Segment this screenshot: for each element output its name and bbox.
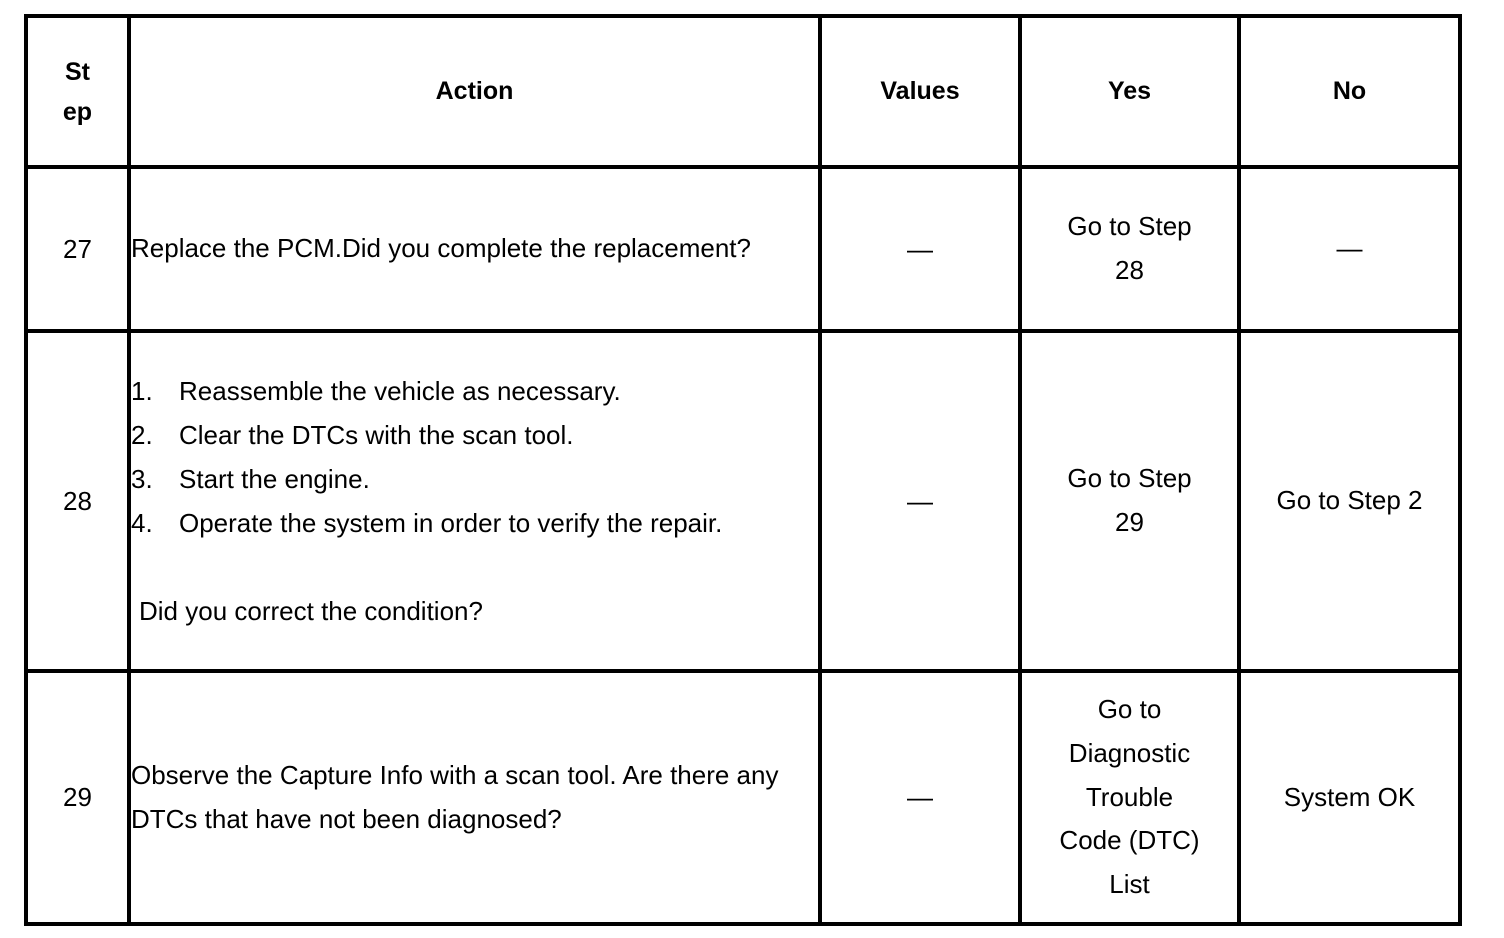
- table-body: 27 Replace the PCM.Did you complete the …: [24, 165, 1462, 926]
- no-cell: Go to Step 2: [1237, 329, 1462, 673]
- action-text: Replace the PCM.Did you complete the rep…: [131, 233, 751, 264]
- action-step-list: 1. Reassemble the vehicle as necessary. 2…: [131, 369, 818, 546]
- list-item-text: Reassemble the vehicle as necessary.: [179, 375, 621, 406]
- yes-text-line1: Go to: [1097, 694, 1162, 725]
- yes-text-line1: Go to Step: [1067, 211, 1192, 242]
- diagnostic-procedure-table: St ep Action Values Yes No 27 Replace th…: [24, 14, 1462, 926]
- yes-cell: Go to Step 28: [1018, 165, 1241, 333]
- list-item-text: Clear the DTCs with the scan tool.: [179, 419, 574, 450]
- list-item: 1. Reassemble the vehicle as necessary.: [131, 369, 818, 413]
- yes-text-line5: List: [1109, 869, 1150, 899]
- list-item-text: Operate the system in order to verify th…: [179, 508, 723, 539]
- action-cell: Replace the PCM.Did you complete the rep…: [127, 165, 822, 333]
- column-header-yes: Yes: [1018, 14, 1241, 169]
- no-text-line1: Go to Step 2: [1276, 485, 1423, 516]
- table-row: 28 1. Reassemble the vehicle as necessary…: [24, 329, 1462, 673]
- yes-cell: Go to Step 29: [1018, 329, 1241, 673]
- no-text-line1: System OK: [1283, 781, 1416, 812]
- values-cell: —: [818, 669, 1022, 926]
- no-text-line1: —: [1336, 233, 1363, 264]
- column-header-step-line2: ep: [62, 97, 93, 126]
- action-cell: Observe the Capture Info with a scan too…: [127, 669, 822, 926]
- column-header-no: No: [1237, 14, 1462, 169]
- yes-text-line2: 28: [1115, 255, 1144, 285]
- header-row: St ep Action Values Yes No: [24, 14, 1462, 169]
- list-item-number: 4.: [131, 508, 153, 539]
- column-header-step-line1: St: [65, 57, 90, 86]
- list-item-text: Start the engine.: [179, 463, 370, 494]
- step-number-cell: 29: [24, 669, 131, 926]
- list-item-number: 1.: [131, 375, 153, 406]
- yes-text-line3: Trouble: [1085, 781, 1174, 812]
- no-cell: System OK: [1237, 669, 1462, 926]
- yes-text-line4: Code (DTC): [1059, 825, 1200, 856]
- list-item: 4. Operate the system in order to verify …: [131, 501, 818, 545]
- action-question: Did you correct the condition?: [139, 596, 483, 627]
- paragraph-spacer: [131, 545, 818, 589]
- action-cell: 1. Reassemble the vehicle as necessary. 2…: [127, 329, 822, 673]
- values-cell: —: [818, 165, 1022, 333]
- table-row: 29 Observe the Capture Info with a scan …: [24, 669, 1462, 926]
- yes-text-line2: Diagnostic: [1068, 737, 1191, 768]
- list-item-number: 2.: [131, 419, 153, 450]
- list-item: 3. Start the engine.: [131, 457, 818, 501]
- table-header: St ep Action Values Yes No: [24, 14, 1462, 169]
- yes-text-line1: Go to Step: [1067, 463, 1192, 494]
- column-header-step: St ep: [24, 14, 131, 169]
- table-row: 27 Replace the PCM.Did you complete the …: [24, 165, 1462, 333]
- no-cell: —: [1237, 165, 1462, 333]
- column-header-values: Values: [818, 14, 1022, 169]
- action-text: Observe the Capture Info with a scan too…: [131, 759, 779, 834]
- step-number-cell: 27: [24, 165, 131, 333]
- list-item: 2. Clear the DTCs with the scan tool.: [131, 413, 818, 457]
- values-cell: —: [818, 329, 1022, 673]
- step-number-cell: 28: [24, 329, 131, 673]
- yes-text-line2: 29: [1115, 507, 1144, 537]
- column-header-action: Action: [127, 14, 822, 169]
- yes-cell: Go to Diagnostic Trouble Code (DTC) List: [1018, 669, 1241, 926]
- list-item-number: 3.: [131, 463, 153, 494]
